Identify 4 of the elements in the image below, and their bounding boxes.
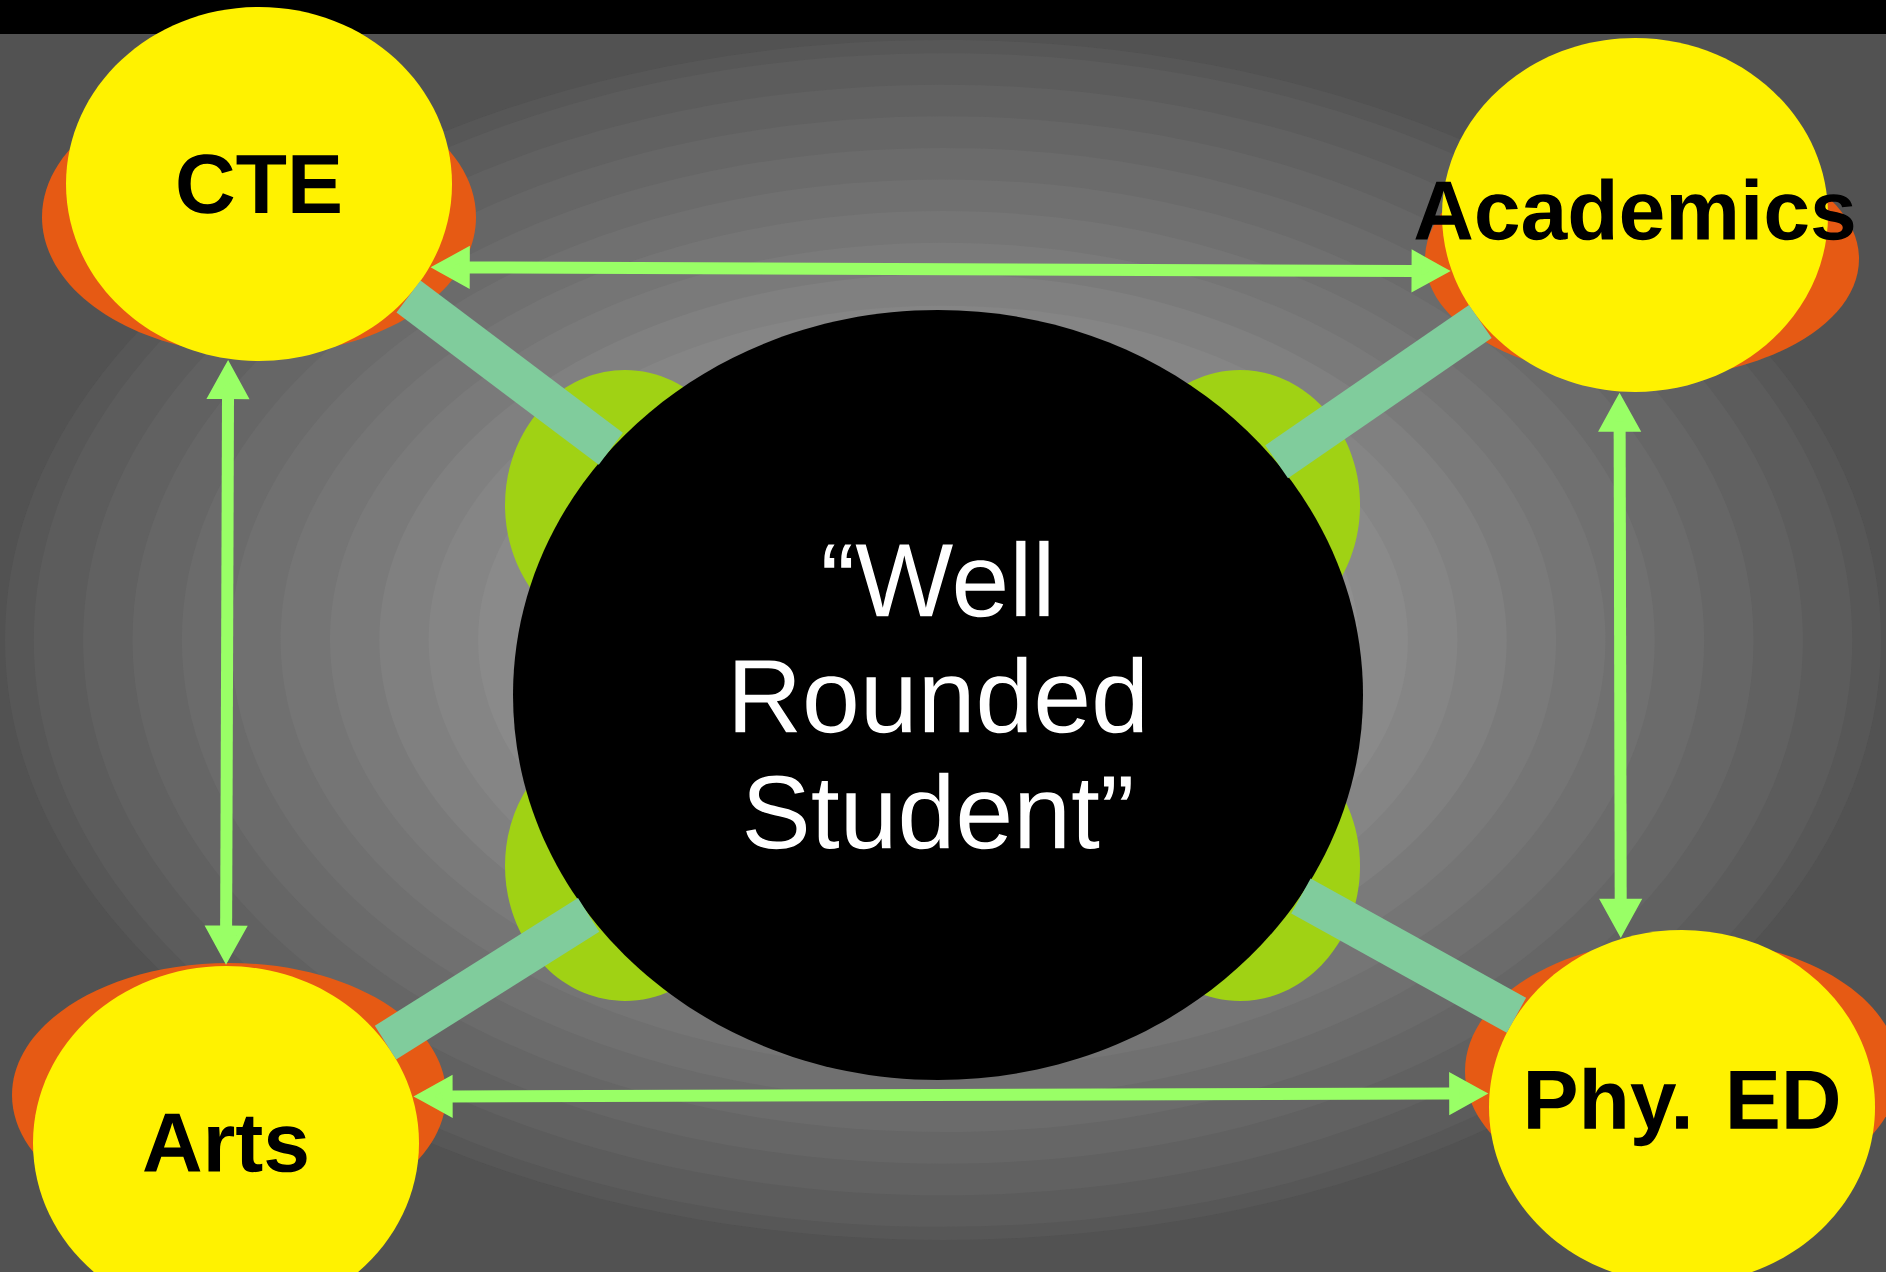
- spoke: [1265, 305, 1492, 479]
- spoke: [396, 280, 623, 465]
- spoke: [1291, 878, 1527, 1033]
- spoke: [374, 897, 600, 1060]
